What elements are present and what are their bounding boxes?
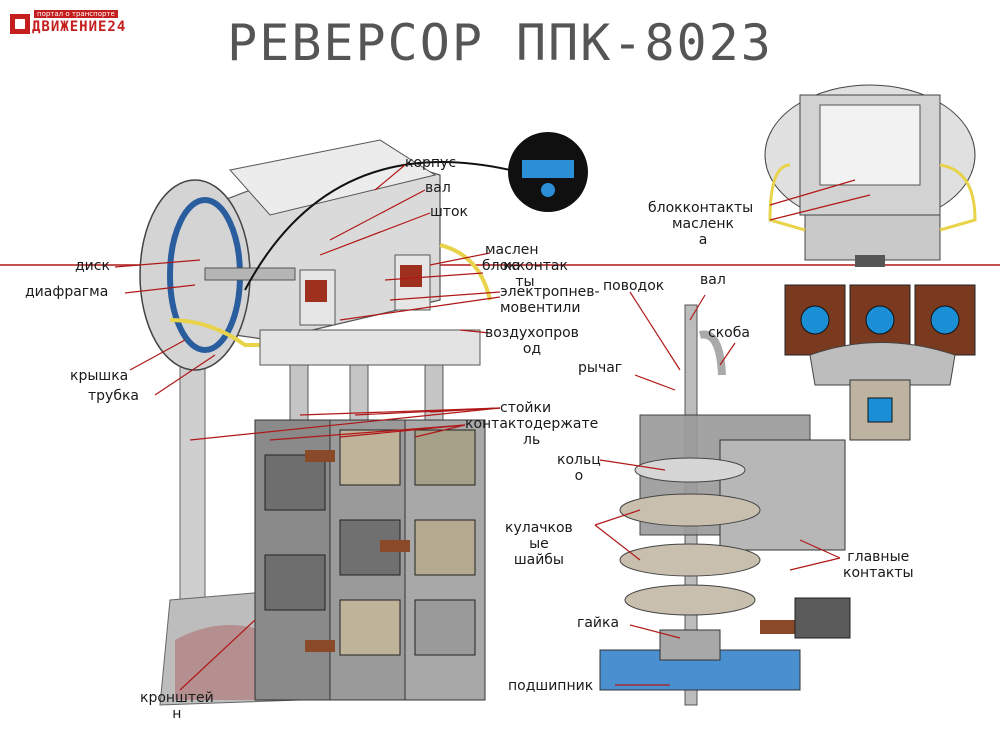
piston-rod: [204, 267, 296, 281]
label-kontaktoderzhatel: контактодержате ль: [465, 416, 599, 448]
label-koltso: кольц о: [557, 452, 601, 484]
logo-mark-icon: [10, 14, 30, 34]
label-trubka: трубка: [88, 388, 139, 404]
cam-disc-2: [619, 543, 761, 577]
label-kulachkovye-shaiby: кулачков ые шайбы: [505, 520, 573, 568]
leader-lines: [114, 164, 871, 691]
contact-blocks: [254, 419, 486, 701]
label-kryshka: крышка: [70, 368, 129, 384]
tube: [169, 318, 260, 347]
top-view-illustration: [764, 84, 977, 267]
page-title: РЕВЕРСОР ППК-8023: [227, 14, 773, 72]
label-gaika: гайка: [577, 615, 620, 631]
bracket-clip: [699, 330, 726, 376]
label-shtok: шток: [430, 204, 468, 220]
cam-disc-1: [619, 493, 761, 527]
label-maslenka: маслен ка: [485, 242, 539, 274]
brand-logo: портал о транспорте ДВИЖЕНИЕ24: [10, 10, 140, 36]
cam-disc-3: [624, 584, 756, 616]
label-korpus: корпус: [405, 155, 457, 171]
label-povodok: поводок: [603, 278, 665, 294]
label-val-shaft: вал: [700, 272, 726, 288]
shaft-assembly-illustration: [599, 304, 851, 706]
label-glavnye-kontakty: главные контакты: [843, 549, 914, 581]
label-elektropnevmoventili: электропнев- мовентили: [500, 284, 600, 316]
label-blokkontakty: блокконтак ты: [482, 258, 568, 290]
label-podshipnik: подшипник: [508, 678, 594, 694]
logo-name: ДВИЖЕНИЕ24: [32, 19, 127, 35]
label-maslenka-top: масленк а: [672, 216, 735, 248]
label-val: вал: [425, 180, 451, 196]
label-blokkontakty-top: блокконтакты: [648, 200, 754, 216]
label-diafragma: диафрагма: [25, 284, 109, 300]
label-stoiki: стойки: [500, 400, 552, 416]
logo-tagline: портал о транспорте: [34, 10, 118, 18]
label-rychag: рычаг: [578, 360, 623, 376]
label-skoba: скоба: [708, 325, 750, 341]
label-vozduhoprovod: воздухопров од: [485, 325, 579, 357]
label-kronshtein: кронштей н: [140, 690, 214, 722]
label-disk: диск: [75, 258, 110, 274]
contact-detail-illustration: [784, 284, 976, 441]
air-manifold: [259, 329, 481, 366]
